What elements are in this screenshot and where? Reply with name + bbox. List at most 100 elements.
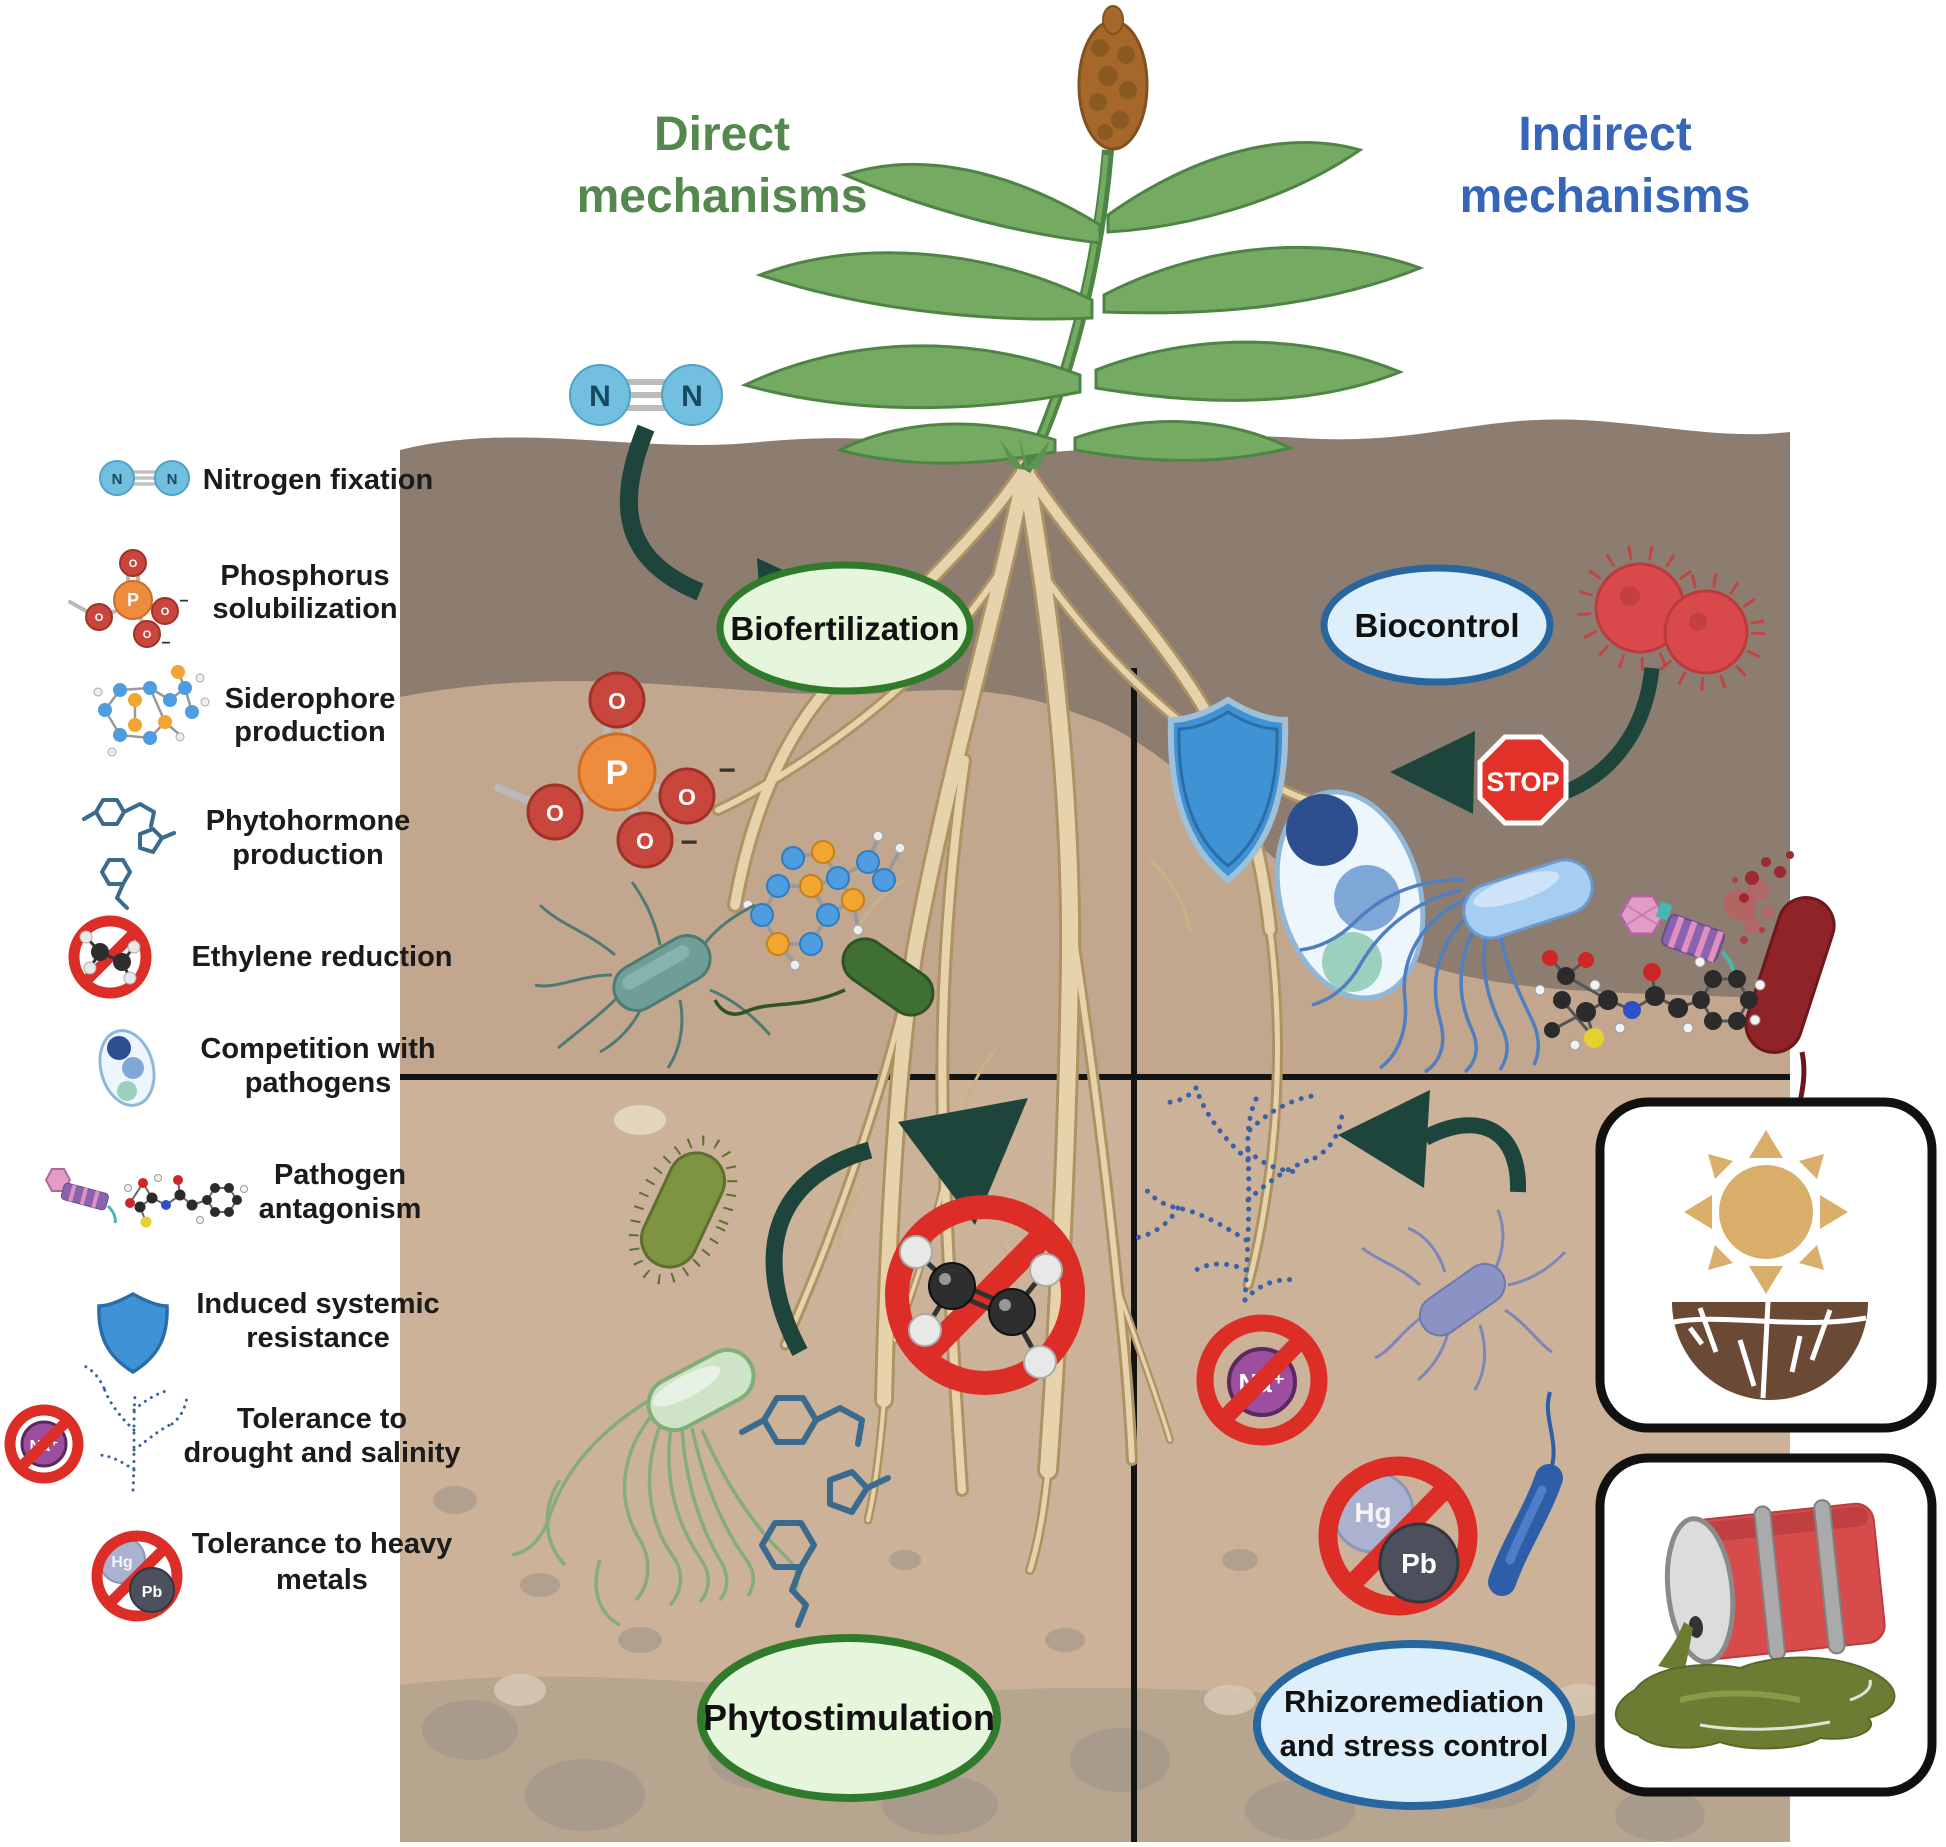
heavy-metals-prohibition-icon: Hg Pb xyxy=(1318,1456,1478,1616)
legend-item-pathogen-antagonism: Pathogen antagonism xyxy=(44,1159,422,1228)
sun-icon xyxy=(1684,1130,1848,1294)
lead-label: Pb xyxy=(142,1584,163,1601)
o-atom-label: O xyxy=(636,828,654,854)
legend-label-line2: production xyxy=(234,716,385,748)
siderophore-production-icon xyxy=(93,665,210,757)
phosphorus-solubilization-icon: P O O O O − − xyxy=(68,549,189,652)
nitrogen-molecule-icon: N N xyxy=(569,364,723,426)
p-atom-label: P xyxy=(127,590,139,610)
induced-systemic-resistance-icon xyxy=(97,1291,169,1375)
olive-bacterium-icon xyxy=(628,1135,738,1285)
rhizoremediation-label-line2: and stress control xyxy=(1280,1728,1549,1763)
legend-label-line2: metals xyxy=(276,1564,368,1596)
competition-with-pathogens-icon xyxy=(98,1029,156,1107)
siderophore-molecule-icon xyxy=(742,830,906,971)
legend-item-nitrogen-fixation: N N Nitrogen fixation xyxy=(99,460,433,496)
legend-label-line2: pathogens xyxy=(245,1067,392,1099)
teal-bacterium-icon xyxy=(534,881,772,1069)
legend-label: Nitrogen fixation xyxy=(203,464,433,496)
legend-label-line1: Phytohormone xyxy=(206,805,411,837)
drought-panel xyxy=(1595,1097,1937,1433)
sodium-prohibition-icon: Na⁺ xyxy=(1196,1314,1328,1446)
n-atom-label: N xyxy=(167,471,178,488)
heavy-metals-mini-icon: Hg Pb xyxy=(91,1530,183,1622)
legend-label-line2: antagonism xyxy=(259,1193,422,1225)
phosphate-molecule-icon: P O O O O − − xyxy=(494,671,736,869)
legend: N N Nitrogen fixation P O O O xyxy=(4,460,461,1622)
biofertilization-label: Biofertilization xyxy=(730,610,959,647)
legend-label-line2: solubilization xyxy=(212,593,397,625)
phytohormone-molecules-icon xyxy=(739,1395,891,1628)
bacteriophage-icon xyxy=(1618,894,1736,976)
title-indirect-mechanisms: Indirect mechanisms xyxy=(1460,108,1751,223)
pathogen-cocci-icon xyxy=(1577,545,1765,691)
o-atom-label: O xyxy=(546,800,564,826)
slate-bacterium-icon xyxy=(1361,1209,1567,1391)
phytohormone-production-icon xyxy=(82,798,176,910)
plant-leaves xyxy=(740,141,1425,465)
arrow-biocontrol xyxy=(1390,667,1660,814)
seed-head xyxy=(1077,5,1149,151)
legend-item-competition-with-pathogens: Competition with pathogens xyxy=(98,1029,436,1107)
legend-item-ethylene-reduction: Ethylene reduction xyxy=(68,915,453,999)
negative-charge: − xyxy=(680,826,698,859)
nitrogen-fixation-icon: N N xyxy=(99,460,190,496)
legend-label-line2: drought and salinity xyxy=(183,1437,460,1469)
negative-charge: − xyxy=(161,635,170,652)
phytostimulation-oval: Phytostimulation xyxy=(697,1634,1001,1802)
title-direct-mechanisms: Direct mechanisms xyxy=(577,108,868,223)
legend-label-line1: Tolerance to xyxy=(237,1403,407,1435)
o-atom-label: O xyxy=(143,629,152,641)
cracked-soil-icon xyxy=(1672,1301,1868,1400)
sodium-prohibition-mini-icon: Na⁺ xyxy=(4,1404,84,1484)
stop-label: STOP xyxy=(1486,767,1559,797)
legend-label-line1: Siderophore xyxy=(225,683,396,715)
negative-charge: − xyxy=(718,754,736,787)
o-atom-label: O xyxy=(129,558,138,570)
stop-sign-icon: STOP xyxy=(1477,734,1569,826)
biofertilization-oval: Biofertilization xyxy=(716,561,974,695)
arrow-phytostimulation xyxy=(765,1098,1028,1356)
o-atom-label: O xyxy=(608,688,626,714)
legend-label-line2: resistance xyxy=(246,1322,390,1354)
green-bacterium-icon xyxy=(713,937,935,1017)
pollution-panel xyxy=(1595,1453,1937,1797)
title-direct-line2: mechanisms xyxy=(577,170,868,223)
title-indirect-line1: Indirect xyxy=(1518,108,1691,161)
dendrite-mini-icon xyxy=(80,1363,189,1492)
biocontrol-oval: Biocontrol xyxy=(1320,564,1554,686)
plant xyxy=(740,5,1425,474)
legend-label-line1: Tolerance to heavy xyxy=(192,1528,453,1560)
legend-label-line1: Pathogen xyxy=(274,1159,406,1191)
spilled-barrel-icon xyxy=(1614,1499,1896,1750)
legend-item-phosphorus-solubilization: P O O O O − − Phosphorus solubilization xyxy=(68,549,398,652)
mercury-label: Hg xyxy=(1354,1497,1391,1528)
rhizoremediation-label-line1: Rhizoremediation xyxy=(1284,1684,1544,1719)
biofilm-dendrite-icon xyxy=(1132,1085,1345,1303)
o-atom-label: O xyxy=(161,606,170,618)
shield-icon xyxy=(1167,696,1289,884)
legend-label-line1: Phosphorus xyxy=(220,560,389,592)
legend-label-line1: Induced systemic xyxy=(196,1288,439,1320)
arrow-rhizoremediation xyxy=(1338,1090,1527,1193)
legend-label: Ethylene reduction xyxy=(191,941,452,973)
pathogen-antagonism-molecule-icon xyxy=(124,1174,248,1228)
biocontrol-label: Biocontrol xyxy=(1355,607,1520,644)
o-atom-label: O xyxy=(95,612,104,624)
legend-label-line1: Competition with xyxy=(200,1033,435,1065)
n-atom-label: N xyxy=(112,471,123,488)
title-indirect-line2: mechanisms xyxy=(1460,170,1751,223)
ethylene-reduction-icon xyxy=(68,915,152,999)
ethylene-prohibition-icon xyxy=(885,1195,1085,1395)
phytostimulation-label: Phytostimulation xyxy=(703,1697,995,1738)
legend-item-siderophore-production: Siderophore production xyxy=(93,665,396,757)
antibiotic-molecule-icon xyxy=(1534,950,1766,1051)
pathogen-antagonism-phage-icon xyxy=(44,1168,117,1224)
legend-item-tolerance-heavy-metals: Hg Pb Tolerance to heavy metals xyxy=(91,1528,453,1622)
rhizoremediation-oval: Rhizoremediation and stress control xyxy=(1253,1640,1575,1810)
n-atom-label: N xyxy=(589,380,611,413)
n-atom-label: N xyxy=(681,380,703,413)
mercury-label: Hg xyxy=(111,1554,132,1571)
lead-label: Pb xyxy=(1401,1548,1437,1579)
